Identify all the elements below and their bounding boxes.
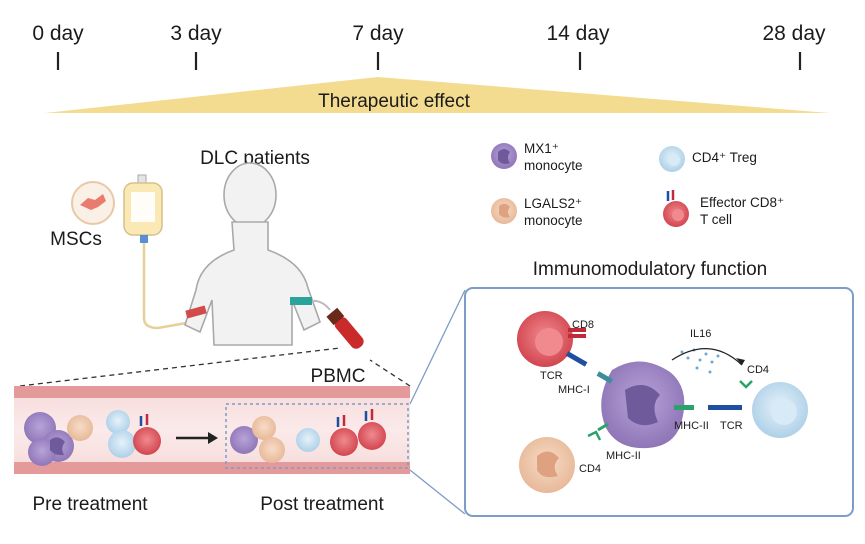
pbmc-label: PBMC <box>311 366 366 387</box>
panel-tcr-left-label: TCR <box>540 370 563 382</box>
treg-legend-icon <box>659 146 685 172</box>
pre-treatment-label: Pre treatment <box>32 494 148 515</box>
timeline: 0 day 3 day 7 day 14 day 28 day Therapeu… <box>32 22 830 113</box>
msc-icon <box>71 181 115 225</box>
mscs-label: MSCs <box>50 229 102 250</box>
legend-cd8-line2: T cell <box>700 212 732 227</box>
legend-lgals2-line2: monocyte <box>524 213 583 228</box>
zoom-line-bottom <box>409 469 466 515</box>
timeline-label-28: 28 day <box>762 22 826 45</box>
mx1-monocyte-legend-icon <box>491 143 517 169</box>
effector-cd8-legend-icon <box>663 190 689 227</box>
patient-silhouette-icon <box>184 162 321 346</box>
cd8-tcell-icon <box>517 311 588 367</box>
legend-mx1-line1: MX1⁺ <box>524 141 559 156</box>
immuno-title: Immunomodulatory function <box>533 259 767 280</box>
legend-mx1-line2: monocyte <box>524 158 583 173</box>
timeline-label-0: 0 day <box>32 22 84 45</box>
panel-mhc2-right-label: MHC-II <box>674 420 709 432</box>
timeline-label-3: 3 day <box>170 22 222 45</box>
patient-section: DLC patients MSCs PBMC <box>50 148 366 387</box>
il16-arrowhead <box>736 358 745 365</box>
legend-lgals2-line1: LGALS2⁺ <box>524 196 582 211</box>
legend-cd8-line1: Effector CD8⁺ <box>700 195 784 210</box>
legend-treg: CD4⁺ Treg <box>692 150 757 165</box>
panel-mhc1-label: MHC-I <box>558 384 590 396</box>
vessel-zoom-line-right <box>369 359 411 387</box>
lgals2-monocyte-icon <box>519 422 609 493</box>
il16-arrow <box>671 348 743 366</box>
timeline-label-7: 7 day <box>352 22 404 45</box>
pbmc-tube-icon <box>326 307 364 349</box>
central-mx1-monocyte-icon <box>596 361 694 449</box>
post-treatment-cells <box>230 409 386 463</box>
treatment-arrowhead <box>208 432 218 444</box>
lgals2-monocyte-legend-icon <box>491 198 517 224</box>
vessel-wall-top <box>14 386 410 398</box>
iv-bag-icon <box>123 174 193 330</box>
therapeutic-effect-wedge <box>45 77 830 113</box>
panel-cd4-bottom-label: CD4 <box>579 463 601 475</box>
zoom-line-top <box>409 289 466 405</box>
panel-cd4-right-label: CD4 <box>747 364 769 376</box>
vessel-zoom-line-left <box>19 347 341 387</box>
right-arm-band <box>290 297 312 305</box>
vessel-wall-bottom <box>14 462 410 474</box>
left-arm-cannula <box>185 305 207 319</box>
blood-vessel <box>14 347 411 474</box>
post-treatment-box <box>225 403 409 469</box>
blood-draw-line <box>311 299 331 311</box>
therapeutic-effect-label: Therapeutic effect <box>318 91 470 112</box>
immuno-diagram: CD8 TCR MHC-I IL16 CD4 MHC-II TCR <box>517 311 808 493</box>
panel-cd8-label: CD8 <box>572 319 594 331</box>
pre-treatment-cells <box>24 410 161 466</box>
panel-il16-label: IL16 <box>690 328 711 340</box>
patients-label: DLC patients <box>200 148 310 169</box>
panel-tcr-right-label: TCR <box>720 420 743 432</box>
right-treg-icon <box>708 380 808 438</box>
legend: MX1⁺ monocyte LGALS2⁺ monocyte CD4⁺ Treg… <box>491 141 784 228</box>
panel-mhc2-bottom-label: MHC-II <box>606 450 641 462</box>
timeline-label-14: 14 day <box>546 22 610 45</box>
post-treatment-label: Post treatment <box>260 494 384 515</box>
